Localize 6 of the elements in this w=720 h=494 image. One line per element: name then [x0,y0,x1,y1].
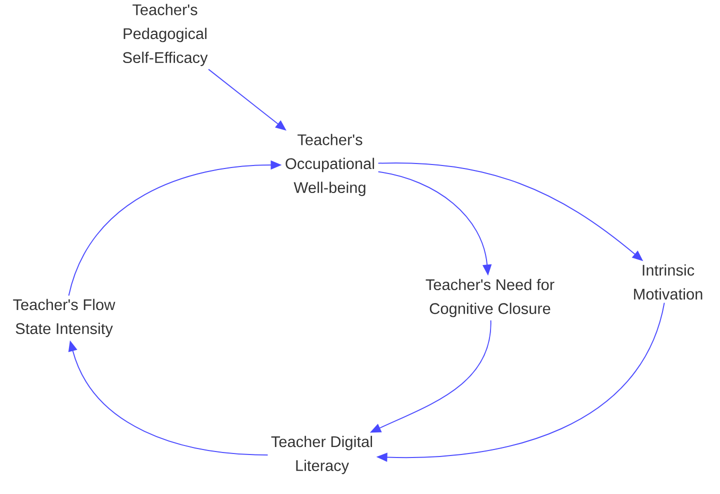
variable-label: Teacher Digital Literacy [271,436,372,474]
variable-label: Teacher's Occupational Well-being [286,134,374,196]
variable-label: Teacher's Pedagogical Self-Efficacy [122,4,208,66]
variable-label: Teacher's Need for Cognitive Closure [426,278,554,318]
variable-label: Teacher's Flow State Intensity [13,298,116,338]
variable-label: Intrinsic Motivation [634,264,702,300]
